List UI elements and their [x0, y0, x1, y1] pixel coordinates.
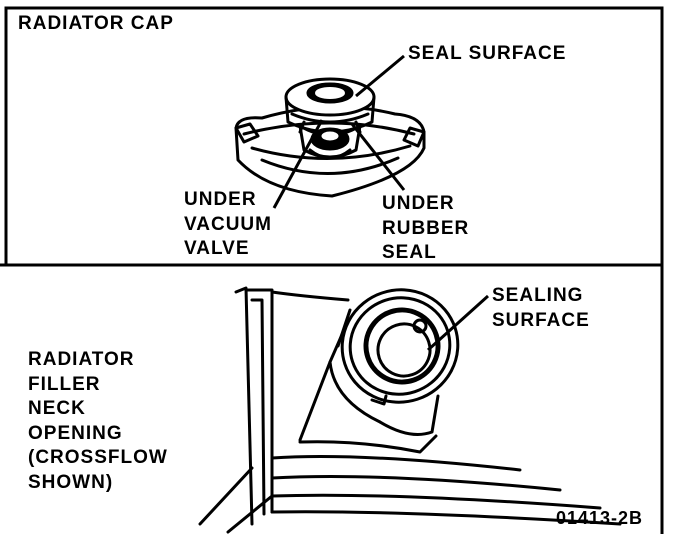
under-vacuum-valve-line-3: VALVE [184, 238, 250, 259]
filler-neck-line-3: NECK [28, 398, 86, 419]
under-vacuum-valve-label: UNDER VACUUM VALVE [184, 188, 272, 262]
under-rubber-seal-label: UNDER RUBBER SEAL [382, 192, 469, 266]
seal-surface-label: SEAL SURFACE [408, 43, 567, 64]
top-leader-lines [272, 54, 406, 209]
sealing-surface-label: SEALING SURFACE [492, 284, 590, 333]
filler-neck-illustration [198, 286, 622, 534]
filler-neck-line-5: (CROSSFLOW [28, 447, 168, 468]
figure-number: 01413-2B [556, 508, 644, 528]
radiator-cap-illustration [234, 77, 426, 198]
filler-neck-line-6: SHOWN) [28, 471, 114, 493]
under-vacuum-valve-line-2: VACUUM [184, 213, 272, 235]
under-vacuum-valve-line-1: UNDER [184, 189, 257, 210]
filler-neck-label: RADIATOR FILLER NECK OPENING (CROSSFLOW … [28, 348, 168, 495]
leader-sealing-surface [426, 294, 490, 352]
leader-seal-surface [355, 54, 405, 98]
radiator-cap-title: RADIATOR CAP [18, 13, 174, 34]
filler-neck-line-4: OPENING [28, 422, 123, 444]
under-rubber-seal-line-3: SEAL [382, 242, 437, 263]
sealing-surface-line-2: SURFACE [492, 309, 590, 331]
under-rubber-seal-line-2: RUBBER [382, 217, 470, 239]
leader-rubber-seal [350, 123, 406, 191]
under-rubber-seal-line-1: UNDER [382, 193, 455, 214]
filler-neck-line-2: FILLER [28, 373, 101, 395]
sealing-surface-line-1: SEALING [492, 285, 584, 306]
filler-neck-line-1: RADIATOR [28, 349, 135, 370]
leader-vacuum-valve [272, 119, 324, 209]
